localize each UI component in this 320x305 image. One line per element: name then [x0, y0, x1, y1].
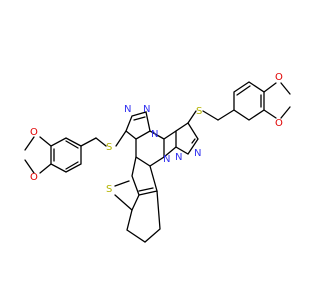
left-ch2-s-bond — [95, 137, 107, 147]
atom-label-s-left: S — [106, 142, 112, 153]
atom-label-n: N — [163, 154, 170, 165]
right-dioxole-bond — [263, 109, 277, 119]
molecule-structure: S S S N N N N N N O O O O — [24, 72, 291, 243]
left-dioxole-bond — [39, 163, 52, 174]
right-ring-inner-bond — [236, 85, 251, 96]
atom-label-o: O — [275, 118, 283, 129]
thiophene-bond — [131, 194, 140, 211]
left-ch2-ar-bond — [80, 137, 97, 147]
left-triazole-ring — [125, 111, 151, 140]
atom-label-s-right: S — [196, 106, 202, 117]
left-triazole-inner — [133, 116, 146, 121]
thiophene-s-bond — [114, 194, 133, 211]
right-ch2-s-bond — [202, 110, 219, 121]
atom-label-o: O — [30, 127, 38, 138]
left-ring-inner — [65, 161, 79, 170]
right-triazole-ring — [175, 122, 199, 155]
atom-label-n: N — [151, 129, 158, 140]
right-ch2-bond — [217, 109, 235, 121]
left-dioxole-bond — [24, 136, 35, 151]
left-s-c-bond — [115, 130, 127, 147]
atom-label-n: N — [143, 104, 150, 115]
right-dioxole-bond — [280, 106, 291, 119]
thiophene-inner — [138, 187, 154, 192]
atom-label-o: O — [30, 172, 38, 183]
thiophene-s-bond — [114, 180, 130, 187]
atom-labels: S S S N N N N N N O O O O — [30, 72, 283, 195]
right-dioxole-bond — [280, 82, 291, 95]
right-triazole-n-n — [191, 138, 196, 144]
central-ring-bond — [163, 146, 177, 158]
cyclopentane-ring — [126, 190, 161, 243]
atom-label-n: N — [175, 152, 182, 163]
right-dioxole-bond — [263, 82, 277, 93]
bonds — [24, 81, 291, 243]
right-benzodioxole-ring — [233, 81, 265, 121]
molecule-canvas: S S S N N N N N N O O O O — [24, 72, 291, 243]
right-s-c-bond — [187, 110, 197, 124]
left-dioxole-bond — [24, 159, 35, 174]
left-dioxole-bond — [39, 136, 52, 147]
left-ring-inner — [65, 140, 79, 149]
atom-label-n: N — [194, 148, 201, 159]
atom-label-n: N — [124, 104, 131, 115]
atom-label-s-thiophene: S — [106, 184, 112, 195]
atom-label-o: O — [275, 72, 283, 83]
left-benzodioxole-ring — [50, 137, 82, 173]
central-ring — [135, 130, 177, 167]
